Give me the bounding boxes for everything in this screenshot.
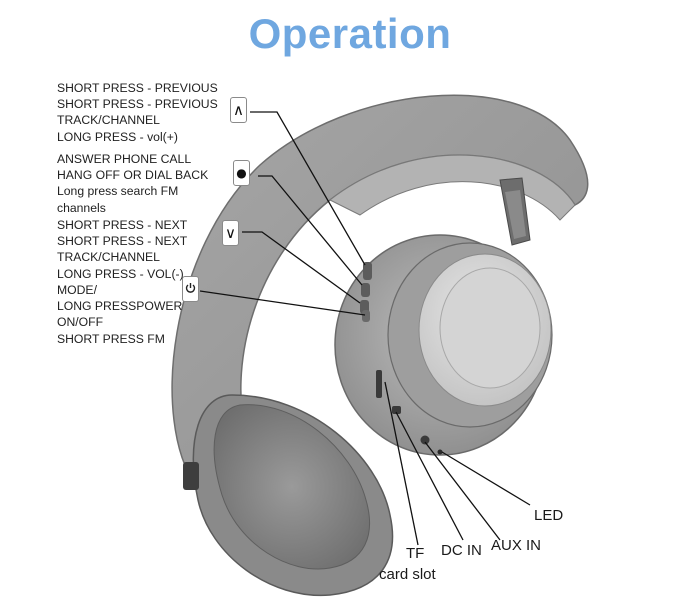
leader-up <box>250 111 366 266</box>
call-button-icon: ● <box>233 160 250 186</box>
card-slot-label: card slot <box>379 566 436 583</box>
left-hinge <box>183 462 199 490</box>
dc-port <box>392 406 401 414</box>
leader-tf <box>384 381 419 546</box>
up-button-label: SHORT PRESS - PREVIOUS SHORT PRESS - PRE… <box>57 81 218 144</box>
left-ear-pad <box>213 404 370 570</box>
leader-led <box>441 451 531 506</box>
headband-cushion <box>329 154 576 221</box>
call-button-label: ANSWER PHONE CALL HANG OFF OR DIAL BACK … <box>57 152 209 215</box>
aux-port <box>420 435 430 445</box>
dc-in-label: DC IN <box>441 542 482 559</box>
down-button-label: SHORT PRESS - NEXT SHORT PRESS - NEXT TR… <box>57 218 188 281</box>
down-button-icon: ∨ <box>222 220 239 246</box>
leader-aux <box>424 441 501 541</box>
page-title: Operation <box>248 10 452 57</box>
mode-button-label: MODE/ LONG PRESSPOWER ON/OFF SHORT PRESS… <box>57 283 183 346</box>
led-label: LED <box>534 507 564 524</box>
up-button-icon: ∧ <box>230 97 247 123</box>
side-button-mode <box>362 310 370 322</box>
side-button-call <box>361 283 370 297</box>
leader-dc <box>395 411 464 541</box>
leader-down <box>242 231 361 304</box>
aux-in-label: AUX IN <box>491 537 542 554</box>
side-button-up <box>363 262 372 280</box>
tf-slot <box>376 370 382 398</box>
power-icon <box>182 276 199 302</box>
headband <box>171 94 589 488</box>
tf-label: TF <box>406 545 425 562</box>
leader-lines <box>199 111 531 546</box>
leader-mode <box>199 290 366 316</box>
leader-call <box>258 175 363 286</box>
led-dot <box>437 449 443 455</box>
